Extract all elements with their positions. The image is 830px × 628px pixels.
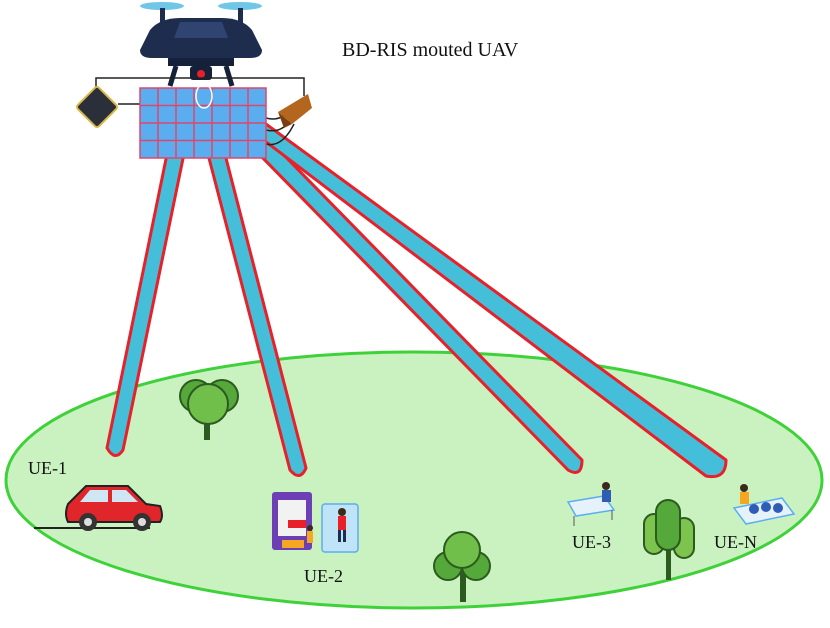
- tree-icon: [643, 499, 695, 580]
- diagram-title: BD-RIS mouted UAV: [342, 39, 519, 61]
- ue-label-2: UE-2: [304, 566, 343, 586]
- beams: [105, 98, 728, 479]
- beam-ue3: [210, 98, 584, 474]
- worker-desk-icon: [732, 484, 796, 525]
- beam-uen: [230, 106, 728, 479]
- worker-desk-icon: [566, 482, 616, 526]
- feed-horn-icon: [278, 94, 312, 128]
- drone-icon: [140, 2, 262, 87]
- payment-icon: [272, 492, 359, 553]
- ris-panel: [139, 83, 267, 159]
- ue-label-n: UE-N: [714, 532, 757, 552]
- ue-label-3: UE-3: [572, 532, 611, 552]
- ue-label-1: UE-1: [28, 458, 67, 478]
- tree-icon: [433, 531, 491, 602]
- car-icon: [34, 485, 163, 531]
- tree-icon: [179, 379, 239, 440]
- beam-ue1: [105, 108, 195, 457]
- controller-chip-icon: [76, 86, 118, 128]
- beam-ue2: [194, 102, 308, 477]
